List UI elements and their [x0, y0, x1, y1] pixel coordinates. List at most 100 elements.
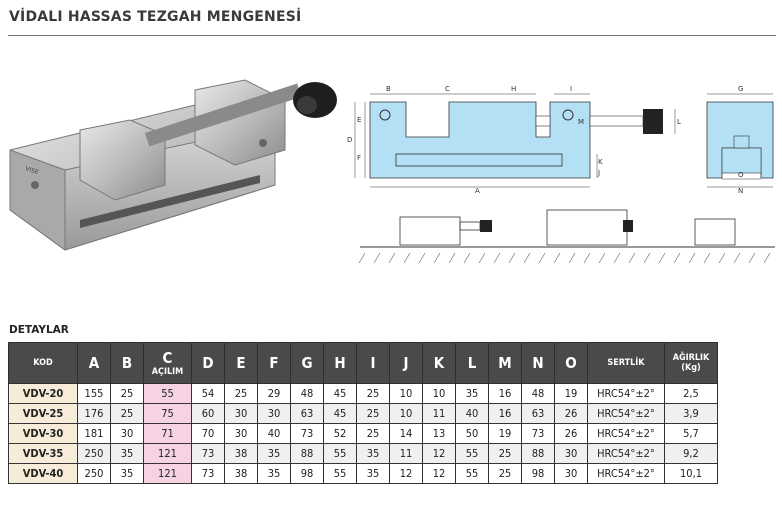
- cell-k: 11: [422, 403, 456, 424]
- cell-c: 55: [143, 383, 192, 404]
- cell-e: 38: [224, 443, 258, 464]
- dim-label-o: O: [738, 171, 744, 179]
- cell-a: 176: [77, 403, 111, 424]
- dim-label-d: D: [347, 136, 352, 144]
- col-header-agirlik-unit: (Kg): [681, 363, 701, 373]
- col-header-n: N: [521, 342, 555, 384]
- cell-g: 88: [290, 443, 324, 464]
- cell-kod: VDV-20: [8, 383, 78, 404]
- cell-j: 10: [389, 403, 423, 424]
- cell-kod: VDV-30: [8, 423, 78, 444]
- col-header-h: H: [323, 342, 357, 384]
- cell-l: 50: [455, 423, 489, 444]
- cell-j: 14: [389, 423, 423, 444]
- cell-o: 30: [554, 443, 588, 464]
- dim-label-l: L: [677, 118, 681, 126]
- cell-kod: VDV-35: [8, 443, 78, 464]
- cell-sertli̇k: HRC54°±2°: [587, 443, 665, 464]
- cell-sertli̇k: HRC54°±2°: [587, 403, 665, 424]
- col-header-c-label: C: [162, 349, 173, 367]
- col-header-agirlik-label: AĞIRLIK: [672, 353, 710, 363]
- cell-ağirlik: 9,2: [664, 443, 718, 464]
- col-header-g: G: [290, 342, 324, 384]
- cell-n: 73: [521, 423, 555, 444]
- cell-b: 25: [110, 403, 144, 424]
- cell-o: 26: [554, 403, 588, 424]
- cell-i: 35: [356, 443, 390, 464]
- cell-f: 40: [257, 423, 291, 444]
- cell-o: 30: [554, 463, 588, 484]
- cell-g: 48: [290, 383, 324, 404]
- page-title: VİDALI HASSAS TEZGAH MENGENESİ: [9, 9, 302, 25]
- col-header-agirlik: AĞIRLIK(Kg): [664, 342, 718, 384]
- cell-l: 55: [455, 463, 489, 484]
- dim-label-e: E: [357, 116, 361, 124]
- cell-d: 60: [191, 403, 225, 424]
- cell-h: 55: [323, 463, 357, 484]
- dimension-drawing-front: G O N: [706, 85, 774, 195]
- cell-h: 45: [323, 383, 357, 404]
- cell-ağirlik: 2,5: [664, 383, 718, 404]
- cell-m: 16: [488, 383, 522, 404]
- cell-g: 73: [290, 423, 324, 444]
- cell-c: 121: [143, 443, 192, 464]
- cell-n: 63: [521, 403, 555, 424]
- col-header-c-sub: AÇILIM: [151, 367, 184, 377]
- cell-ağirlik: 5,7: [664, 423, 718, 444]
- dim-label-a: A: [475, 187, 480, 195]
- cell-f: 30: [257, 403, 291, 424]
- cell-g: 98: [290, 463, 324, 484]
- cell-b: 35: [110, 463, 144, 484]
- photo-engraving: VISE: [24, 165, 39, 176]
- dim-label-j: J: [597, 169, 600, 177]
- col-header-f: F: [257, 342, 291, 384]
- cell-kod: VDV-25: [8, 403, 78, 424]
- cell-e: 38: [224, 463, 258, 484]
- cell-j: 10: [389, 383, 423, 404]
- cell-d: 70: [191, 423, 225, 444]
- cell-k: 12: [422, 463, 456, 484]
- cell-c: 71: [143, 423, 192, 444]
- cell-j: 12: [389, 463, 423, 484]
- col-header-e: E: [224, 342, 258, 384]
- cell-f: 35: [257, 443, 291, 464]
- cell-sertli̇k: HRC54°±2°: [587, 383, 665, 404]
- dimension-drawing-side: B C H I A D E F K J M L: [347, 85, 681, 195]
- col-header-l: L: [455, 342, 489, 384]
- col-header-kod: KOD: [8, 342, 78, 384]
- cell-h: 45: [323, 403, 357, 424]
- col-header-m: M: [488, 342, 522, 384]
- col-header-o: O: [554, 342, 588, 384]
- cell-kod: VDV-40: [8, 463, 78, 484]
- cell-sertli̇k: HRC54°±2°: [587, 463, 665, 484]
- cell-n: 98: [521, 463, 555, 484]
- cell-i: 25: [356, 383, 390, 404]
- col-header-d: D: [191, 342, 225, 384]
- cell-h: 52: [323, 423, 357, 444]
- cell-m: 25: [488, 443, 522, 464]
- dim-label-i: I: [570, 85, 572, 93]
- col-header-j: J: [389, 342, 423, 384]
- title-divider: [8, 35, 776, 36]
- cell-e: 30: [224, 423, 258, 444]
- dim-label-h: H: [511, 85, 516, 93]
- col-header-i: I: [356, 342, 390, 384]
- cell-e: 25: [224, 383, 258, 404]
- cell-k: 10: [422, 383, 456, 404]
- cell-d: 73: [191, 463, 225, 484]
- section-title: DETAYLAR: [9, 324, 69, 336]
- cell-j: 11: [389, 443, 423, 464]
- cell-n: 88: [521, 443, 555, 464]
- cell-d: 73: [191, 443, 225, 464]
- cell-c: 121: [143, 463, 192, 484]
- cell-ağirlik: 10,1: [664, 463, 718, 484]
- cell-a: 250: [77, 443, 111, 464]
